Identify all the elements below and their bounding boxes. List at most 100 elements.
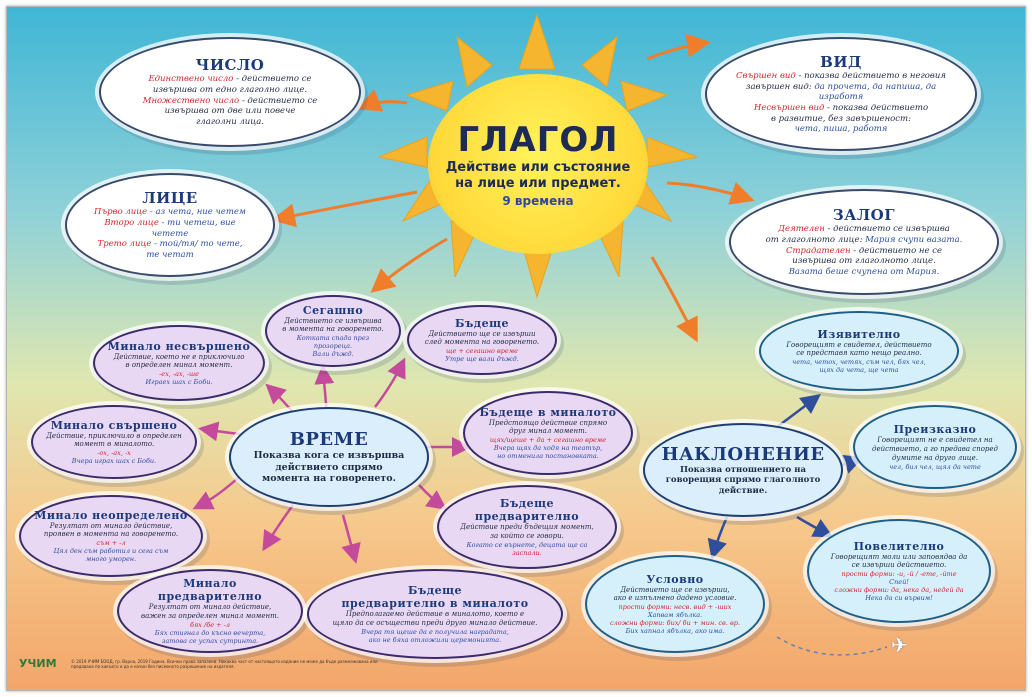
izyavitelno-title: Изявително xyxy=(817,327,901,341)
sun-subtitle-1: Действие или състояние xyxy=(445,159,631,175)
cloud-vid: ВИД Свършен вид - показва действието в н… xyxy=(705,37,977,151)
zalog-line-3: Страдателен - действието не се xyxy=(785,245,943,256)
minalo-predvaritelno-line-1: Резултат от минало действие, xyxy=(148,603,272,612)
izyavitelno-line-3: чета, четох, четях, съм чел, бях чел, xyxy=(792,358,926,367)
budeshte-predv-minaloto-line-3: Вчера тя щеше да е получила наградата, xyxy=(361,627,509,636)
budeshte-predv-minaloto-title-1: Бъдеще xyxy=(407,584,463,598)
budeshte-predv-minaloto-title-2: предварително в миналото xyxy=(341,597,529,611)
vid-line-3: Несвършен вид - показва действието xyxy=(753,103,929,113)
cloud-budeshte-predv-minaloto: Бъдеще предварително в миналото Предпола… xyxy=(307,569,563,659)
cloud-budeshte: Бъдеще Действието ще се извърши след мом… xyxy=(407,305,557,375)
preizkazno-line-1: Говорещият не е свидетел на xyxy=(877,436,993,445)
sun-title: ГЛАГОЛ xyxy=(457,119,619,160)
zalog-line-1: Деятелен - действието се извършва xyxy=(778,224,950,235)
budeshte-predvaritelno-line-2: за който се говори. xyxy=(490,531,564,540)
uslovno-line-1: Действието ще се извърши, xyxy=(620,585,730,594)
naklonenie-line-2: говорещия спрямо глаголното xyxy=(665,475,821,486)
chislo-line-1: Единствено число - действието се xyxy=(148,74,312,85)
minalo-neopredeleno-line-5: много уморен. xyxy=(85,555,137,564)
minalo-predvaritelno-line-2: важен за определен минал момент. xyxy=(141,611,279,620)
zalog-title: ЗАЛОГ xyxy=(832,206,896,225)
uslovno-line-5: сложни форми: бих/ би + мин. св. вр. xyxy=(610,619,740,628)
vid-title: ВИД xyxy=(820,53,862,72)
minalo-neopredeleno-title: Минало неопределено xyxy=(34,508,188,522)
cloud-minalo-svarsheno: Минало свършено Действие, приключило в о… xyxy=(31,405,197,479)
minalo-neopredeleno-line-1: Резултат от минало действие, xyxy=(49,521,173,530)
vid-line-1: Свършен вид - показва действието в негов… xyxy=(736,71,946,82)
preizkazno-title: Преизказно xyxy=(893,423,977,437)
naklonenie-line-3: действие. xyxy=(718,485,768,496)
preizkazno-line-4: чел, бил чел, щял да чете xyxy=(889,462,981,471)
povelitelno-line-4: Спей! xyxy=(889,578,909,587)
cloud-izyavitelno: Изявително Говорещият е свидетел, действ… xyxy=(759,311,959,391)
cloud-minalo-nesvarsheno: Минало несвършено Действие, което не е п… xyxy=(93,325,265,401)
vreme-title: ВРЕМЕ xyxy=(289,428,369,450)
budeshte-v-minaloto-title: Бъдеще в миналото xyxy=(479,405,617,419)
publisher-logo: УЧИМ xyxy=(19,657,57,670)
budeshte-predv-minaloto-line-4: ако не бяха отложили церемонията. xyxy=(368,635,502,644)
cloud-minalo-neopredeleno: Минало неопределено Резултат от минало д… xyxy=(19,495,203,577)
segashno-line-1: Действието се извършва xyxy=(284,316,382,325)
segashno-line-2: в момента на говоренето. xyxy=(282,325,384,334)
budeshte-predv-minaloto-line-2: щяло да се осъществи преди друго минало … xyxy=(332,618,538,627)
minalo-svarsheno-line-1: Действие, приключило в определен xyxy=(46,431,182,440)
minalo-predvaritelno-line-4: Бях стигнал до късно вечерта, xyxy=(154,628,266,637)
izyavitelno-line-1: Говорещият е свидетел, действието xyxy=(786,340,932,349)
lice-title: ЛИЦЕ xyxy=(142,189,198,208)
copyright-text: © 2019 УЧИМ ЕООД, гр. Варна, 2019 Година… xyxy=(71,659,378,670)
povelitelno-line-2: се извърши действието. xyxy=(851,561,947,570)
vid-line-2: завършен вид: да прочета, да напиша, да … xyxy=(745,81,937,103)
minalo-predvaritelno-line-5: затова се успах сутринта. xyxy=(161,636,259,645)
uslovno-line-4: Хапвам ябълка. xyxy=(647,611,703,620)
cloud-naklonenie: НАКЛОНЕНИЕ Показва отношението на говоре… xyxy=(643,423,843,517)
budeshte-v-minaloto-line-3: щях/щеше + да + сегашно време xyxy=(489,436,607,445)
segashno-title: Сегашно xyxy=(302,303,364,317)
poster: ГЛАГОЛ Действие или състояние на лице ил… xyxy=(6,6,1026,691)
cloud-povelitelno: Повелително Говорещият моли или заповядв… xyxy=(807,519,991,623)
uslovno-title: Условно xyxy=(646,572,704,586)
minalo-svarsheno-line-2: момент в миналото. xyxy=(73,440,155,449)
budeshte-predvaritelno-title-1: Бъдеще xyxy=(499,497,555,511)
budeshte-predv-minaloto-line-1: Предполагаемо действие в миналото, което… xyxy=(345,610,525,619)
sun-arrows xyxy=(271,33,755,343)
preizkazno-line-3: думите на друго лице. xyxy=(892,453,978,462)
izyavitelno-line-2: се представя като нещо реално. xyxy=(796,349,922,358)
uslovno-line-6: Бих хапнал ябълка, ако има. xyxy=(625,627,725,636)
cloud-zalog: ЗАЛОГ Деятелен - действието се извършва … xyxy=(729,189,999,295)
zalog-line-5: Вазата беше счупена от Мария. xyxy=(788,266,940,277)
budeshte-line-4: Утре ще вали дъжд. xyxy=(445,355,519,364)
chislo-line-3: Множествено число - действието се xyxy=(142,95,318,106)
minalo-neopredeleno-line-4: Цял ден съм работил и сега съм xyxy=(53,547,169,556)
minalo-nesvarsheno-line-2: в определен минал момент. xyxy=(125,361,233,370)
minalo-predvaritelno-line-3: бях /бе + -л xyxy=(190,620,230,629)
sun-center: ГЛАГОЛ Действие или състояние на лице ил… xyxy=(428,74,648,254)
minalo-svarsheno-line-3: -ох, -ах, -х xyxy=(97,449,131,458)
cloud-lice: ЛИЦЕ Първо лице - аз чета, ние четем Вто… xyxy=(65,173,275,277)
budeshte-line-3: ще + сегашно време xyxy=(445,347,519,356)
budeshte-predvaritelno-line-3: Когато се върнете, децата ще са xyxy=(466,540,588,549)
budeshte-predvaritelno-line-4: заспали. xyxy=(512,548,542,557)
zalog-line-4: извършва от глаголното лице. xyxy=(792,256,936,267)
naklonenie-title: НАКЛОНЕНИЕ xyxy=(661,443,825,465)
vreme-line-2: действието спрямо xyxy=(275,461,383,473)
budeshte-line-1: Действието ще се извърши xyxy=(428,329,536,338)
minalo-nesvarsheno-line-4: Играех шах с Боби. xyxy=(145,378,213,387)
chislo-line-2: извършва от едно глаголно лице. xyxy=(152,85,308,96)
budeshte-v-minaloto-line-1: Предстоящо действие спрямо xyxy=(488,418,608,427)
vreme-line-1: Показва кога се извършва xyxy=(253,449,405,461)
sun-tenses: 9 времена xyxy=(502,194,574,209)
minalo-svarsheno-line-4: Вчера играх шах с Боби. xyxy=(71,457,157,466)
segashno-line-3: Котката спада през прозореца. xyxy=(296,334,370,351)
budeshte-v-minaloto-line-2: друг минал момент. xyxy=(509,427,587,436)
budeshte-predvaritelno-title-2: предварително xyxy=(474,510,580,524)
lice-line-3: Трето лице - той/тя/ то чете, xyxy=(97,239,243,250)
povelitelno-line-5: сложни форми: да, нека да, недей да xyxy=(834,586,964,595)
minalo-svarsheno-title: Минало свършено xyxy=(50,418,178,432)
sun-subtitle-2: на лице или предмет. xyxy=(455,175,621,191)
lice-line-1: Първо лице - аз чета, ние четем xyxy=(94,207,246,218)
cloud-budeshte-v-minaloto: Бъдеще в миналото Предстоящо действие сп… xyxy=(463,391,633,475)
vid-line-4: в развитие, без завършеност: xyxy=(771,113,911,124)
minalo-nesvarsheno-line-1: Действие, което не е приключило xyxy=(113,352,245,361)
povelitelno-line-1: Говорещият моли или заповядва да xyxy=(830,552,968,561)
minalo-nesvarsheno-title: Минало несвършено xyxy=(107,339,251,353)
